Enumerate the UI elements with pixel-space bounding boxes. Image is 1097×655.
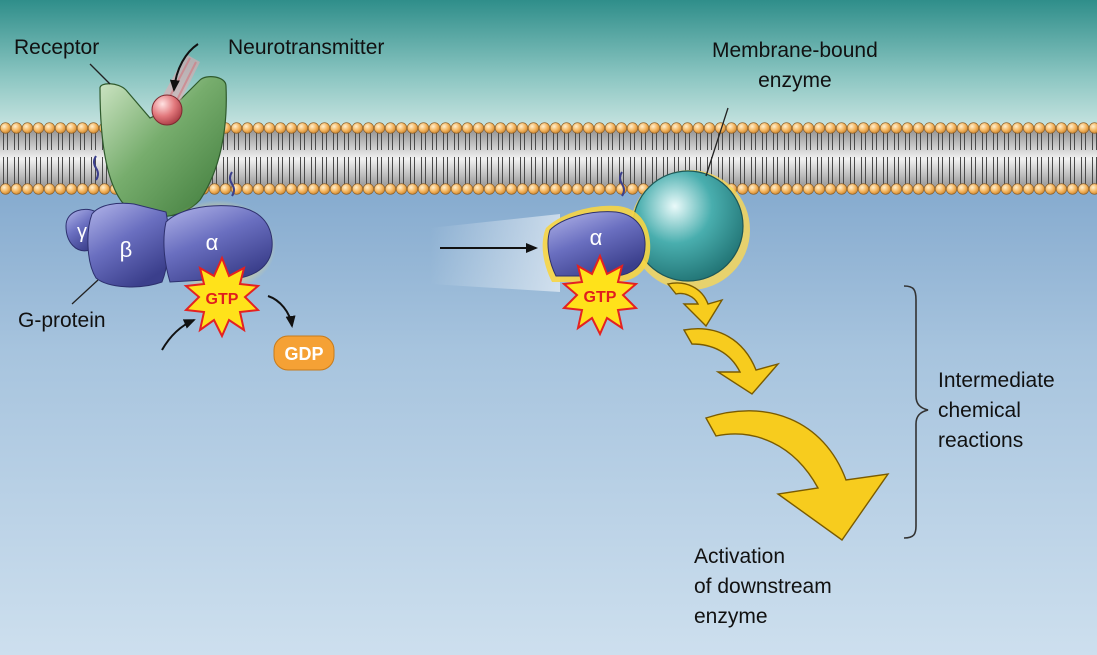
gtp-label-left: GTP [206,291,239,308]
alpha-label: α [206,230,219,255]
neurotransmitter-binding-arrow [169,43,199,92]
activation-line-2: of downstream [694,575,832,598]
activation-line-3: enzyme [694,605,768,628]
gtp-label-right: GTP [584,289,617,306]
enzyme-leader [705,107,729,177]
activation-label: Activation of downstream enzyme [694,542,832,632]
intermediate-reactions-label: Intermediate chemical reactions [938,366,1055,456]
motion-streak [430,214,560,292]
intermediate-reactions-line-3: reactions [938,429,1024,452]
reactions-brace [903,285,929,539]
membrane-bound-enzyme-label: Membrane-bound enzyme [712,36,878,96]
alpha-subunit-shape [163,205,273,283]
gamma-label: γ [77,221,87,243]
gtp-binding-arrow [161,319,196,351]
receptor-label: Receptor [14,36,100,59]
beta-label: β [120,237,133,262]
neurotransmitter-label: Neurotransmitter [228,36,385,59]
gdp-release-arrow [267,295,296,328]
receptor-protein [99,76,227,218]
receptor-leader [89,63,111,85]
membrane-bound-enzyme-line-2: enzyme [758,69,832,92]
activation-line-1: Activation [694,545,786,568]
cascade-arrow-3 [704,410,890,541]
cascade-arrows [666,282,890,541]
g-protein-label: G-protein [18,309,106,332]
cascade-arrow-1 [666,282,724,328]
activated-alpha-subunit [542,171,651,282]
alpha-moved-label: α [590,225,603,250]
membrane-bound-enzyme [630,170,750,290]
membrane-bound-enzyme-line-1: Membrane-bound [712,39,878,62]
gdp-label: GDP [284,344,323,364]
intermediate-reactions-line-1: Intermediate [938,369,1055,392]
gdp-badge [273,335,335,371]
beta-subunit-shape [87,202,170,288]
cascade-arrow-2 [682,328,781,395]
g-protein-complex [65,155,276,292]
gtp-star-right [561,253,639,337]
g-protein-leader [71,279,99,305]
gtp-star-left [183,255,261,339]
intermediate-reactions-line-2: chemical [938,399,1021,422]
